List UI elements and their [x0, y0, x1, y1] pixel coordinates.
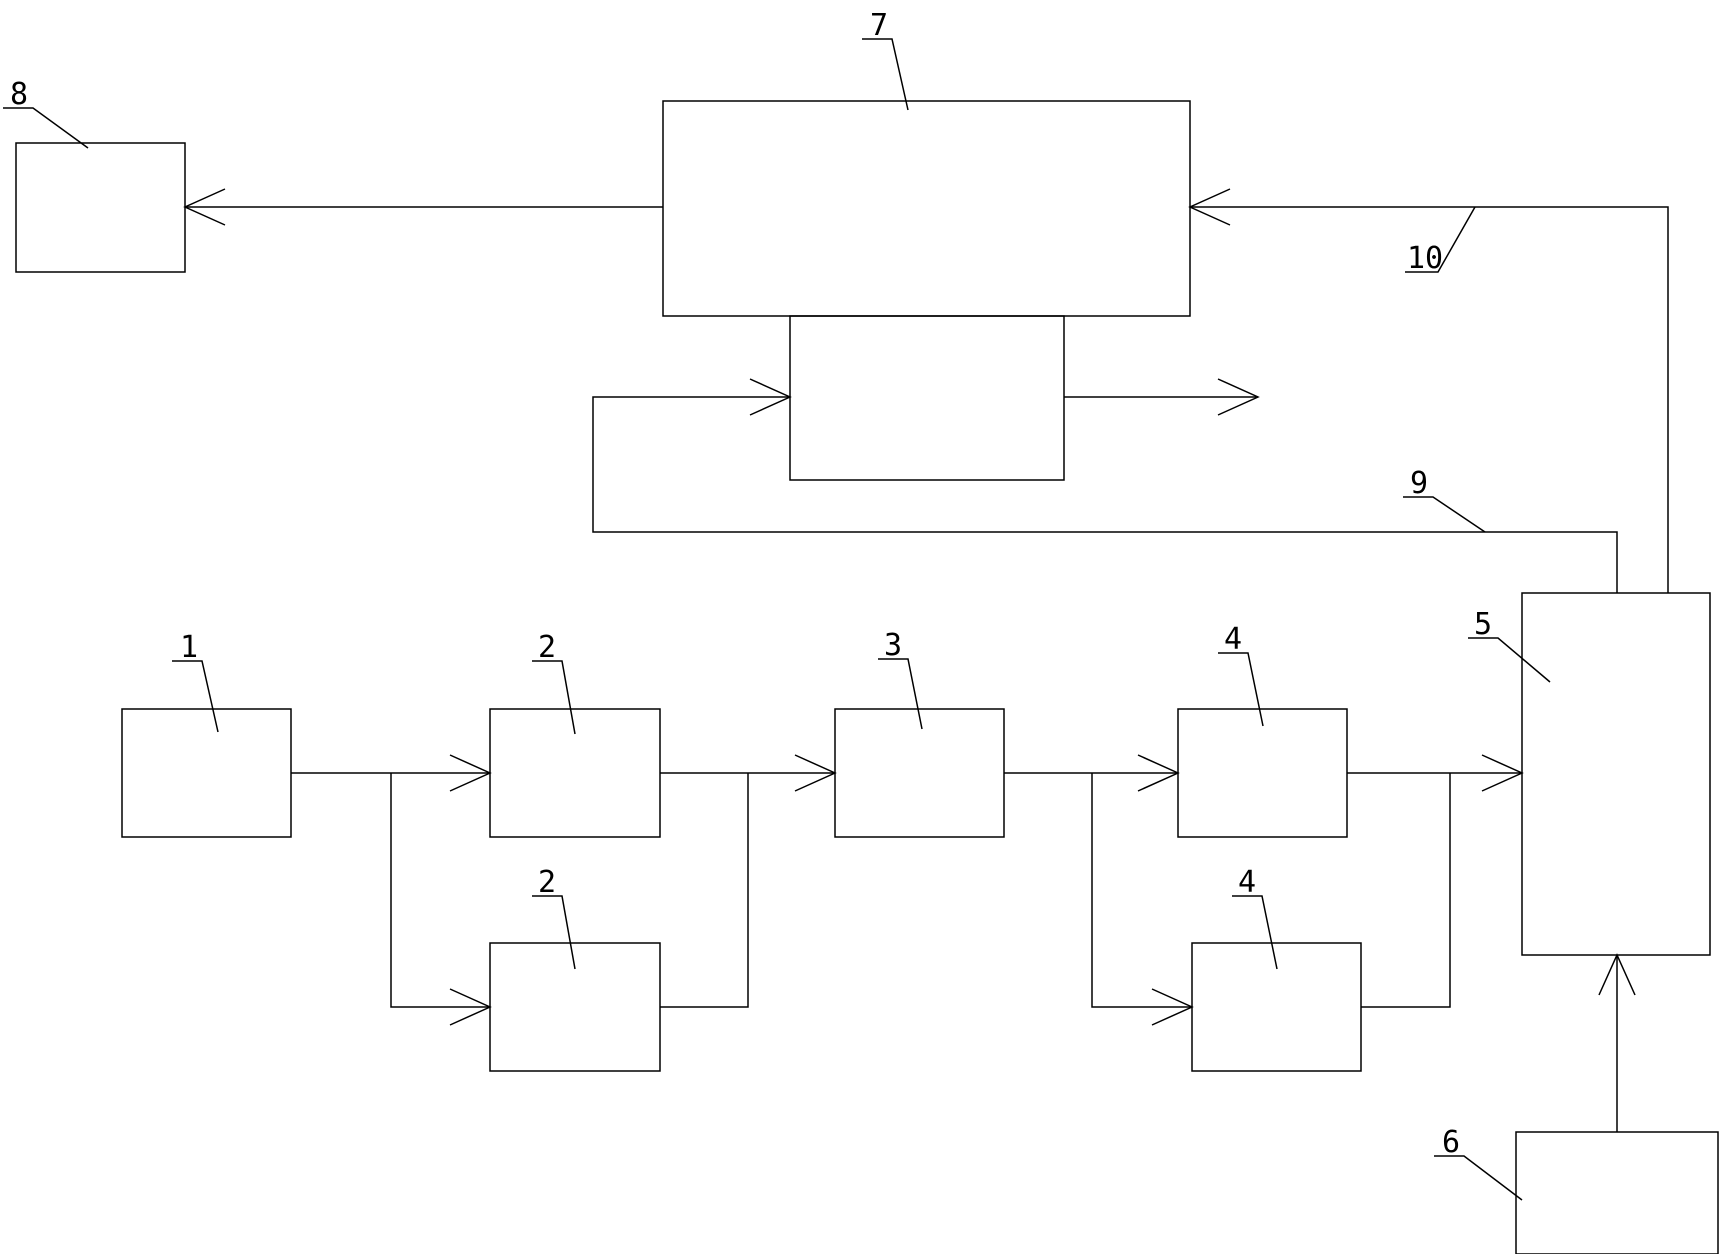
- arrowhead-2-lower: [449, 988, 492, 1026]
- leader-4-upper: [1218, 652, 1264, 727]
- box-4-lower: [1191, 942, 1362, 1072]
- label-9: 9: [1410, 466, 1428, 501]
- leader-3: [878, 658, 923, 730]
- box-5: [1521, 592, 1711, 956]
- label-5: 5: [1474, 607, 1492, 642]
- line-1-to-2-lower: [390, 773, 490, 1008]
- arrowhead-2-upper: [449, 754, 492, 792]
- line-2-lower-to-3: [660, 773, 749, 1008]
- label-4-upper: 4: [1224, 622, 1242, 657]
- arrowhead-3: [794, 754, 837, 792]
- label-2-upper: 2: [538, 630, 556, 665]
- leader-1: [172, 660, 219, 733]
- leader-2-upper: [532, 660, 576, 735]
- line-4-lower-to-5: [1361, 773, 1451, 1008]
- arrowhead-sub-unit-out: [1217, 378, 1260, 416]
- box-7: [662, 100, 1191, 317]
- label-2-lower: 2: [538, 865, 556, 900]
- box-1: [121, 708, 292, 838]
- arrowhead-8: [183, 188, 226, 226]
- leader-6: [1434, 1155, 1523, 1201]
- label-4-lower: 4: [1238, 865, 1256, 900]
- arrowhead-4-upper: [1137, 754, 1180, 792]
- label-6: 6: [1442, 1125, 1460, 1160]
- leader-7: [862, 38, 909, 111]
- label-7: 7: [870, 8, 888, 43]
- line-3-to-4-lower: [1091, 773, 1192, 1008]
- leader-2-lower: [532, 895, 576, 970]
- arrowhead-5-from-6: [1598, 953, 1636, 996]
- box-3: [834, 708, 1005, 838]
- arrowhead-5: [1481, 754, 1524, 792]
- arrowhead-sub-unit-in: [749, 378, 792, 416]
- box-7-sub-unit: [789, 315, 1065, 481]
- box-4-upper: [1177, 708, 1348, 838]
- box-6: [1515, 1131, 1719, 1254]
- leader-10: [1405, 206, 1476, 273]
- arrowhead-7: [1188, 188, 1231, 226]
- label-3: 3: [884, 628, 902, 663]
- arrowhead-4-lower: [1151, 988, 1194, 1026]
- line-9-5-to-sub-unit: [592, 396, 1618, 593]
- box-8: [15, 142, 186, 273]
- label-8: 8: [10, 77, 28, 112]
- line-10-5-to-7: [1190, 206, 1669, 593]
- label-10: 10: [1407, 241, 1443, 276]
- box-2-lower: [489, 942, 661, 1072]
- box-2-upper: [489, 708, 661, 838]
- leader-5: [1468, 637, 1551, 683]
- label-1: 1: [180, 630, 198, 665]
- leader-4-lower: [1232, 895, 1278, 970]
- leader-8: [3, 107, 89, 149]
- leader-9: [1403, 496, 1486, 533]
